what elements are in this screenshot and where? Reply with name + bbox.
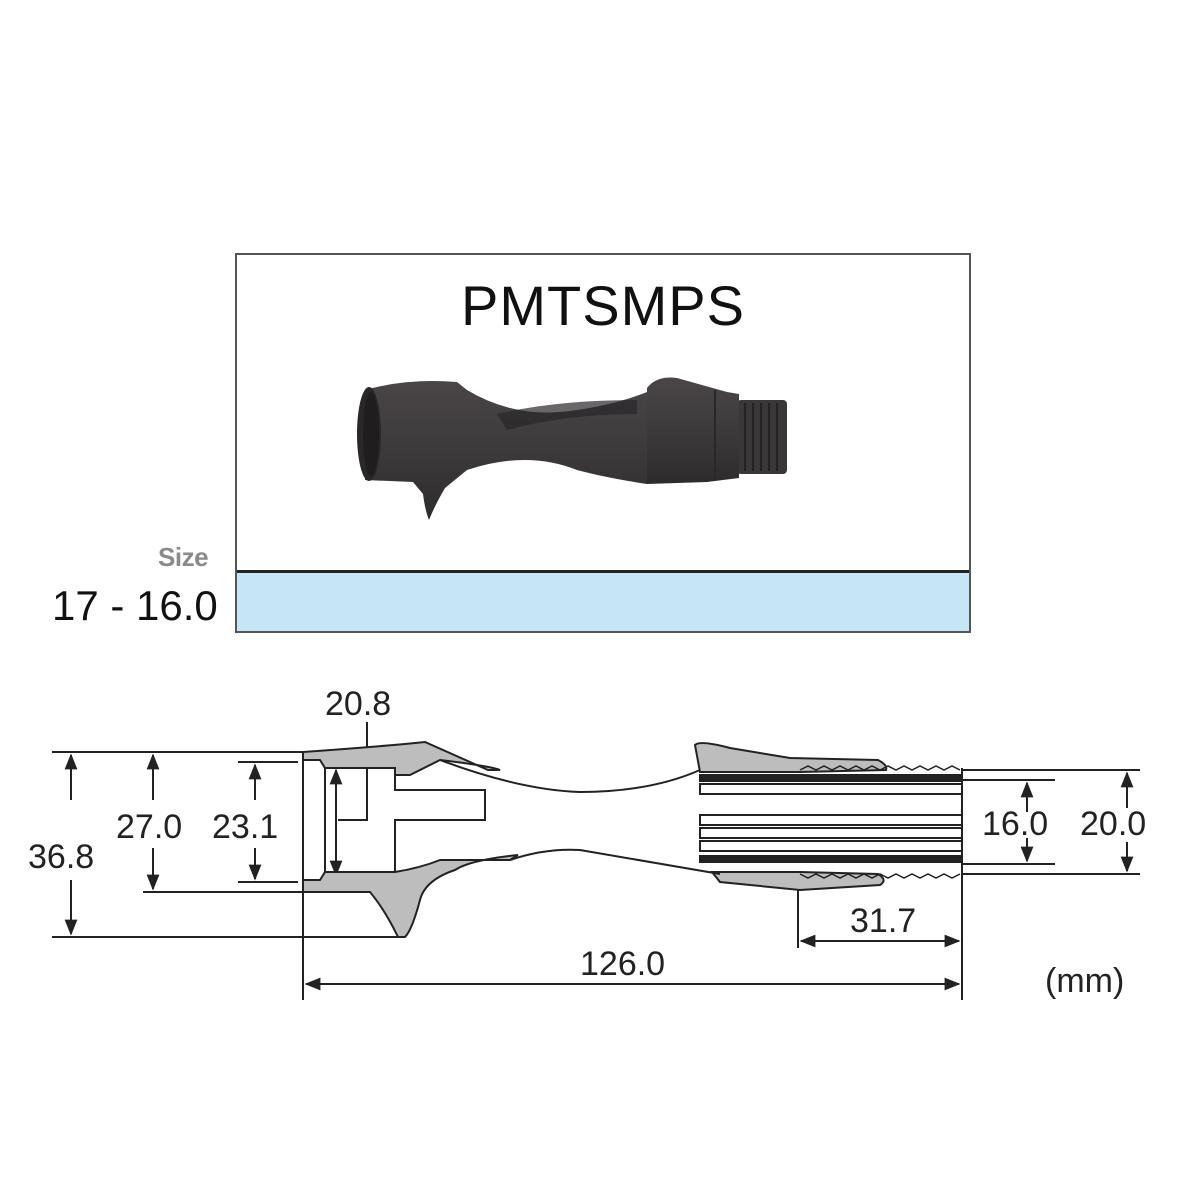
dim-overall-height: 36.8 xyxy=(28,838,94,876)
dim-front-outer: 27.0 xyxy=(116,808,182,846)
dim-thread-length: 31.7 xyxy=(850,902,916,940)
dim-front-inner: 23.1 xyxy=(212,808,278,846)
product-card: PMTSMPS xyxy=(235,253,971,633)
unit-label: (mm) xyxy=(1045,962,1124,1000)
dim-overall-length: 126.0 xyxy=(580,945,665,983)
dim-bore-depth: 20.8 xyxy=(325,685,391,723)
reel-seat-photo-icon xyxy=(357,377,787,520)
size-row xyxy=(237,570,969,631)
size-label: Size xyxy=(158,542,209,572)
technical-drawing: 36.8 27.0 23.1 20.8 16.0 20.0 31.7 126.0… xyxy=(28,685,1146,1000)
dim-thread-outer: 20.0 xyxy=(1080,805,1146,843)
model-title: PMTSMPS xyxy=(461,274,745,337)
dim-thread-inner: 16.0 xyxy=(982,805,1048,843)
size-value: 17 - 16.0 xyxy=(52,582,218,629)
